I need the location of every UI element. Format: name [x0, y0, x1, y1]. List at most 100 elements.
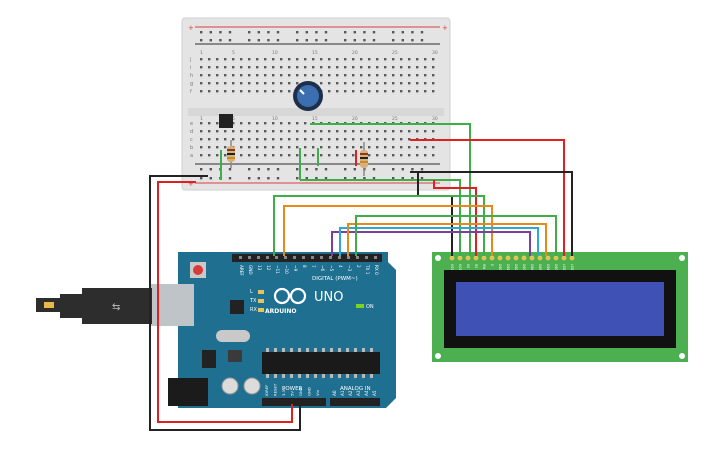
terminal-hole[interactable]: [312, 146, 315, 149]
reset-button[interactable]: [193, 265, 203, 275]
terminal-hole[interactable]: [312, 58, 315, 61]
terminal-hole[interactable]: [400, 66, 403, 69]
terminal-hole[interactable]: [296, 74, 299, 77]
terminal-hole[interactable]: [352, 74, 355, 77]
wire-green[interactable]: [355, 215, 557, 256]
rail-hole[interactable]: [257, 39, 260, 42]
terminal-hole[interactable]: [328, 130, 331, 133]
terminal-hole[interactable]: [208, 130, 211, 133]
wire-red[interactable]: [433, 180, 477, 256]
terminal-hole[interactable]: [408, 146, 411, 149]
terminal-hole[interactable]: [416, 58, 419, 61]
rail-hole[interactable]: [401, 39, 404, 42]
terminal-hole[interactable]: [216, 130, 219, 133]
terminal-hole[interactable]: [296, 58, 299, 61]
terminal-hole[interactable]: [328, 66, 331, 69]
terminal-hole[interactable]: [384, 82, 387, 85]
terminal-hole[interactable]: [368, 66, 371, 69]
terminal-hole[interactable]: [368, 146, 371, 149]
terminal-hole[interactable]: [320, 58, 323, 61]
terminal-hole[interactable]: [280, 146, 283, 149]
terminal-hole[interactable]: [416, 90, 419, 93]
terminal-hole[interactable]: [432, 146, 435, 149]
terminal-hole[interactable]: [424, 82, 427, 85]
rail-hole[interactable]: [372, 39, 376, 42]
rail-hole[interactable]: [296, 168, 299, 171]
terminal-hole[interactable]: [232, 66, 235, 69]
rail-hole[interactable]: [324, 177, 328, 180]
terminal-hole[interactable]: [360, 82, 363, 85]
lcd-pin[interactable]: [553, 255, 559, 261]
rail-hole[interactable]: [209, 39, 212, 42]
terminal-hole[interactable]: [272, 130, 275, 133]
terminal-hole[interactable]: [208, 90, 211, 93]
rail-hole[interactable]: [315, 39, 318, 42]
rail-hole[interactable]: [200, 177, 203, 180]
terminal-hole[interactable]: [312, 66, 315, 69]
terminal-hole[interactable]: [280, 74, 283, 77]
terminal-hole[interactable]: [392, 74, 395, 77]
rail-hole[interactable]: [344, 168, 347, 171]
terminal-hole[interactable]: [344, 90, 347, 93]
small-chip[interactable]: [219, 114, 233, 128]
terminal-hole[interactable]: [376, 58, 379, 61]
terminal-hole[interactable]: [272, 154, 275, 157]
rail-hole[interactable]: [372, 168, 376, 171]
rail-hole[interactable]: [228, 177, 232, 180]
digital-pin-hole[interactable]: [374, 256, 377, 259]
lcd-pin[interactable]: [489, 255, 495, 261]
terminal-hole[interactable]: [200, 154, 203, 157]
terminal-hole[interactable]: [216, 154, 219, 157]
terminal-hole[interactable]: [320, 130, 323, 133]
terminal-hole[interactable]: [240, 138, 243, 141]
terminal-hole[interactable]: [360, 146, 363, 149]
rail-hole[interactable]: [315, 177, 318, 180]
terminal-hole[interactable]: [408, 90, 411, 93]
terminal-hole[interactable]: [360, 90, 363, 93]
terminal-hole[interactable]: [376, 130, 379, 133]
terminal-hole[interactable]: [336, 130, 339, 133]
terminal-hole[interactable]: [208, 82, 211, 85]
terminal-hole[interactable]: [368, 138, 371, 141]
rail-hole[interactable]: [420, 39, 424, 42]
rail-hole[interactable]: [344, 31, 347, 34]
terminal-hole[interactable]: [392, 146, 395, 149]
terminal-hole[interactable]: [424, 90, 427, 93]
terminal-hole[interactable]: [224, 146, 227, 149]
terminal-hole[interactable]: [304, 122, 307, 125]
terminal-hole[interactable]: [392, 130, 395, 133]
terminal-hole[interactable]: [240, 74, 243, 77]
rail-hole[interactable]: [248, 39, 251, 42]
terminal-hole[interactable]: [224, 90, 227, 93]
terminal-hole[interactable]: [216, 138, 219, 141]
terminal-hole[interactable]: [240, 154, 243, 157]
terminal-hole[interactable]: [280, 58, 283, 61]
terminal-hole[interactable]: [384, 146, 387, 149]
terminal-hole[interactable]: [256, 122, 259, 125]
terminal-hole[interactable]: [376, 82, 379, 85]
terminal-hole[interactable]: [256, 82, 259, 85]
terminal-hole[interactable]: [424, 58, 427, 61]
lcd-pin[interactable]: [537, 255, 543, 261]
terminal-hole[interactable]: [432, 66, 435, 69]
rail-hole[interactable]: [392, 31, 395, 34]
terminal-hole[interactable]: [384, 130, 387, 133]
terminal-hole[interactable]: [368, 90, 371, 93]
lcd-pin[interactable]: [497, 255, 503, 261]
terminal-hole[interactable]: [344, 66, 347, 69]
terminal-hole[interactable]: [304, 66, 307, 69]
terminal-hole[interactable]: [432, 58, 435, 61]
terminal-hole[interactable]: [224, 66, 227, 69]
terminal-hole[interactable]: [304, 146, 307, 149]
digital-pin-hole[interactable]: [275, 256, 278, 259]
terminal-hole[interactable]: [416, 74, 419, 77]
rail-hole[interactable]: [353, 177, 356, 180]
rail-hole[interactable]: [276, 31, 280, 34]
terminal-hole[interactable]: [400, 58, 403, 61]
wire-red[interactable]: [410, 139, 565, 256]
terminal-hole[interactable]: [264, 138, 267, 141]
terminal-hole[interactable]: [424, 146, 427, 149]
rail-hole[interactable]: [228, 39, 232, 42]
terminal-hole[interactable]: [328, 90, 331, 93]
